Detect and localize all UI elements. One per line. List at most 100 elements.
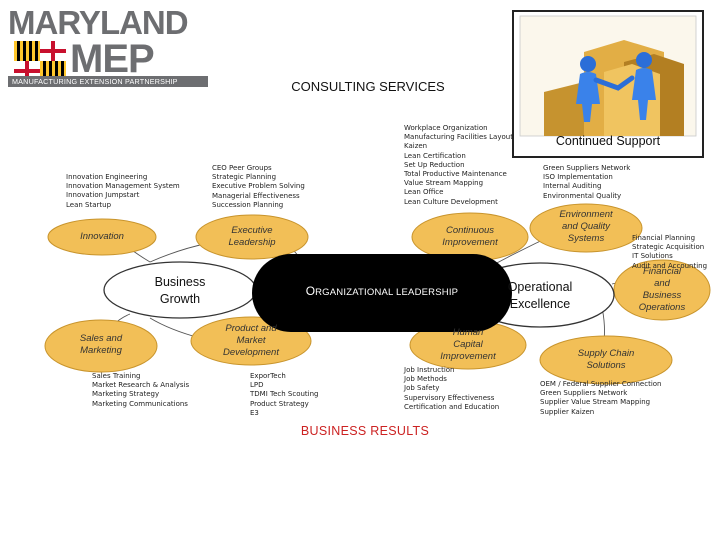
page-title: CONSULTING SERVICES [291,79,445,94]
list-item: Innovation Jumpstart [66,191,140,200]
list-item: ISO Implementation [543,173,613,182]
node-label-line: Business [642,290,682,301]
node-label-line: Solutions [586,360,626,371]
list-item: Succession Planning [212,200,284,209]
organizational-leadership-hub [252,254,512,332]
node-label-line: Product and [225,323,277,334]
list-item: Value Stream Mapping [404,179,484,188]
innovation-node-label: Innovation [52,231,152,243]
center-hub-label-rest: RGANIZATIONAL LEADERSHIP [315,287,459,298]
maryland-mep-logo: MARYLAND MEP MANUFACTURING EXTENSION PAR… [6,6,214,88]
product-services-list: ExporTech LPD TDMI Tech Scouting Product… [250,372,318,418]
continuous-services-list: Workplace Organization Manufacturing Fac… [404,124,513,207]
node-label-line: and [654,278,670,289]
list-item: Executive Problem Solving [212,182,305,191]
list-item: Managerial Effectiveness [212,191,300,200]
environment-services-list: Green Suppliers Network ISO Implementati… [543,164,630,201]
business-results-footer: BUSINESS RESULTS [300,424,430,438]
human-capital-node-label: Human Capital Improvement [418,327,518,363]
continuous-improvement-node-label: Continuous Improvement [420,225,520,249]
list-item: Financial Planning [632,234,696,242]
node-label-line: Leadership [228,237,276,248]
node-label-line: Innovation [80,231,124,242]
list-item: Certification and Education [404,402,500,411]
node-label-line: Operations [638,302,686,313]
list-item: Green Suppliers Network [543,164,631,172]
list-item: Job Methods [404,375,447,384]
business-growth-line2: Growth [159,292,201,306]
node-label-line: Executive [231,225,273,236]
node-label-line: Improvement [440,351,496,362]
executive-leadership-node-label: Executive Leadership [202,225,302,249]
list-item: Marketing Strategy [92,390,160,399]
list-item: Supplier Value Stream Mapping [540,398,651,407]
node-label-line: Environment [559,209,613,220]
node-ellipse [47,218,157,256]
list-item: Sales Training [92,372,141,380]
list-item: Manufacturing Facilities Layout [404,133,513,142]
list-item: Job Instruction [404,366,455,374]
list-item: CEO Peer Groups [212,164,272,172]
supply-chain-node-label: Supply Chain Solutions [556,348,656,372]
node-ellipse [613,259,711,321]
list-item: Supervisory Effectiveness [404,393,495,402]
list-item: Supplier Kaizen [540,407,595,416]
list-item: Audit and Accounting [632,261,708,270]
list-item: Kaizen [404,142,428,151]
executive-services-list: CEO Peer Groups Strategic Planning Execu… [212,164,305,210]
node-label-line: Financial [642,266,682,277]
list-item: Workplace Organization [404,124,488,132]
list-item: LPD [250,381,264,390]
list-item: Environmental Quality [543,191,622,200]
node-ellipse [44,319,158,373]
center-hub-label: ORGANIZATIONAL LEADERSHIP [254,282,510,300]
list-item: Innovation Management System [66,182,180,191]
list-item: Strategic Acquisition [632,243,705,252]
list-item: Green Suppliers Network [540,389,628,398]
list-item: Lean Office [404,188,444,197]
continued-support-caption: Continued Support [555,134,661,148]
supply-services-list: OEM / Federal Supplier Connection Green … [540,380,662,417]
business-growth-label: Business Growth [120,274,240,308]
human-services-list: Job Instruction Job Methods Job Safety S… [404,366,499,412]
operational-excellence-line2: Excellence [509,297,571,311]
continued-support-photo: Continued Support [512,10,704,158]
operational-excellence-label: Operational Excellence [478,279,602,313]
product-market-node-label: Product and Market Development [201,323,301,359]
financial-operations-node-label: Financial and Business Operations [622,266,702,314]
list-item: Total Productive Maintenance [404,170,507,179]
list-item: Product Strategy [250,399,309,408]
list-item: Innovation Engineering [66,173,148,181]
list-item: Lean Culture Development [404,197,498,206]
list-item: Lean Startup [66,200,112,209]
list-item: ExporTech [250,372,286,380]
node-label-line: Systems [567,233,605,244]
list-item: Lean Certification [404,151,466,160]
list-item: IT Solutions [632,252,673,261]
node-ellipse [195,214,309,260]
teamwork-figures-image [519,15,697,137]
list-item: E3 [250,408,259,417]
node-ellipse [529,203,643,253]
node-label-line: Improvement [442,237,498,248]
list-item: Job Safety [404,384,440,393]
node-label-line: Supply Chain [577,348,635,359]
node-label-line: Market [236,335,266,346]
center-hub-label-cap: O [305,284,316,298]
business-growth-line1: Business [154,275,206,289]
logo-name-line1: MARYLAND [8,4,189,41]
node-ellipse [539,335,673,385]
sales-marketing-node-label: Sales and Marketing [51,333,151,357]
node-label-line: Sales and [79,333,123,344]
logo-tagline: MANUFACTURING EXTENSION PARTNERSHIP [12,77,178,86]
logo-tagline-bar [8,76,208,87]
list-item: TDMI Tech Scouting [250,390,319,399]
financial-services-list: Financial Planning Strategic Acquisition… [632,234,707,271]
node-label-line: Marketing [80,345,122,356]
list-item: Marketing Communications [92,399,188,408]
node-label-line: Human [452,327,484,338]
node-label-line: Continuous [445,225,495,236]
innovation-services-list: Innovation Engineering Innovation Manage… [66,173,180,210]
node-label-line: Development [223,347,279,358]
